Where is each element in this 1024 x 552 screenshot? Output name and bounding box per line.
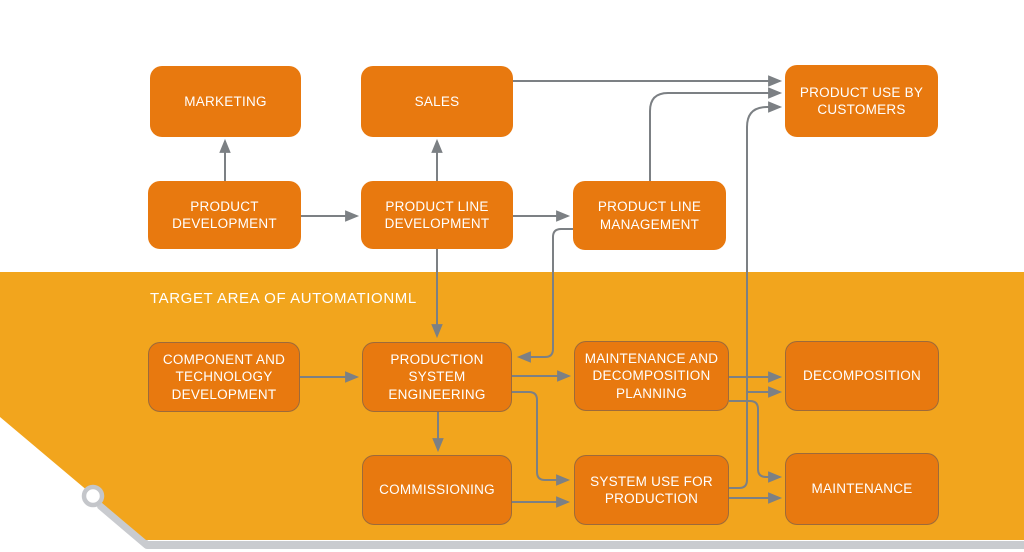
node-product-use-by-customers: PRODUCT USE BY CUSTOMERS bbox=[785, 65, 938, 137]
node-system-use-for-production: SYSTEM USE FOR PRODUCTION bbox=[574, 455, 729, 525]
node-production-system-engineering: PRODUCTION SYSTEM ENGINEERING bbox=[362, 342, 512, 412]
node-decomposition: DECOMPOSITION bbox=[785, 341, 939, 411]
node-product-line-development: PRODUCT LINE DEVELOPMENT bbox=[361, 181, 513, 249]
edge-pse-sup bbox=[512, 391, 571, 486]
target-area-label: TARGET AREA OF AUTOMATIONML bbox=[150, 290, 417, 307]
node-product-development: PRODUCT DEVELOPMENT bbox=[148, 181, 301, 249]
node-sales: SALES bbox=[361, 66, 513, 137]
node-product-line-management: PRODUCT LINE MANAGEMENT bbox=[573, 181, 726, 250]
node-maintenance: MAINTENANCE bbox=[785, 453, 939, 525]
node-commissioning: COMMISSIONING bbox=[362, 455, 512, 525]
edge-plm-puc bbox=[649, 87, 783, 181]
target-area-band bbox=[0, 272, 1024, 540]
tag-shadow bbox=[97, 502, 1024, 549]
edge-plm-pse bbox=[516, 228, 573, 363]
node-marketing: MARKETING bbox=[150, 66, 301, 137]
tag-hole-icon bbox=[81, 484, 105, 508]
node-component-and-technology-development: COMPONENT AND TECHNOLOGY DEVELOPMENT bbox=[148, 342, 300, 412]
edge-mdp-mnt bbox=[729, 400, 783, 483]
edge-sup-puc bbox=[729, 101, 783, 489]
node-maintenance-and-decomposition-planning: MAINTENANCE AND DECOMPOSITION PLANNING bbox=[574, 341, 729, 411]
flow-arrows bbox=[219, 75, 783, 508]
